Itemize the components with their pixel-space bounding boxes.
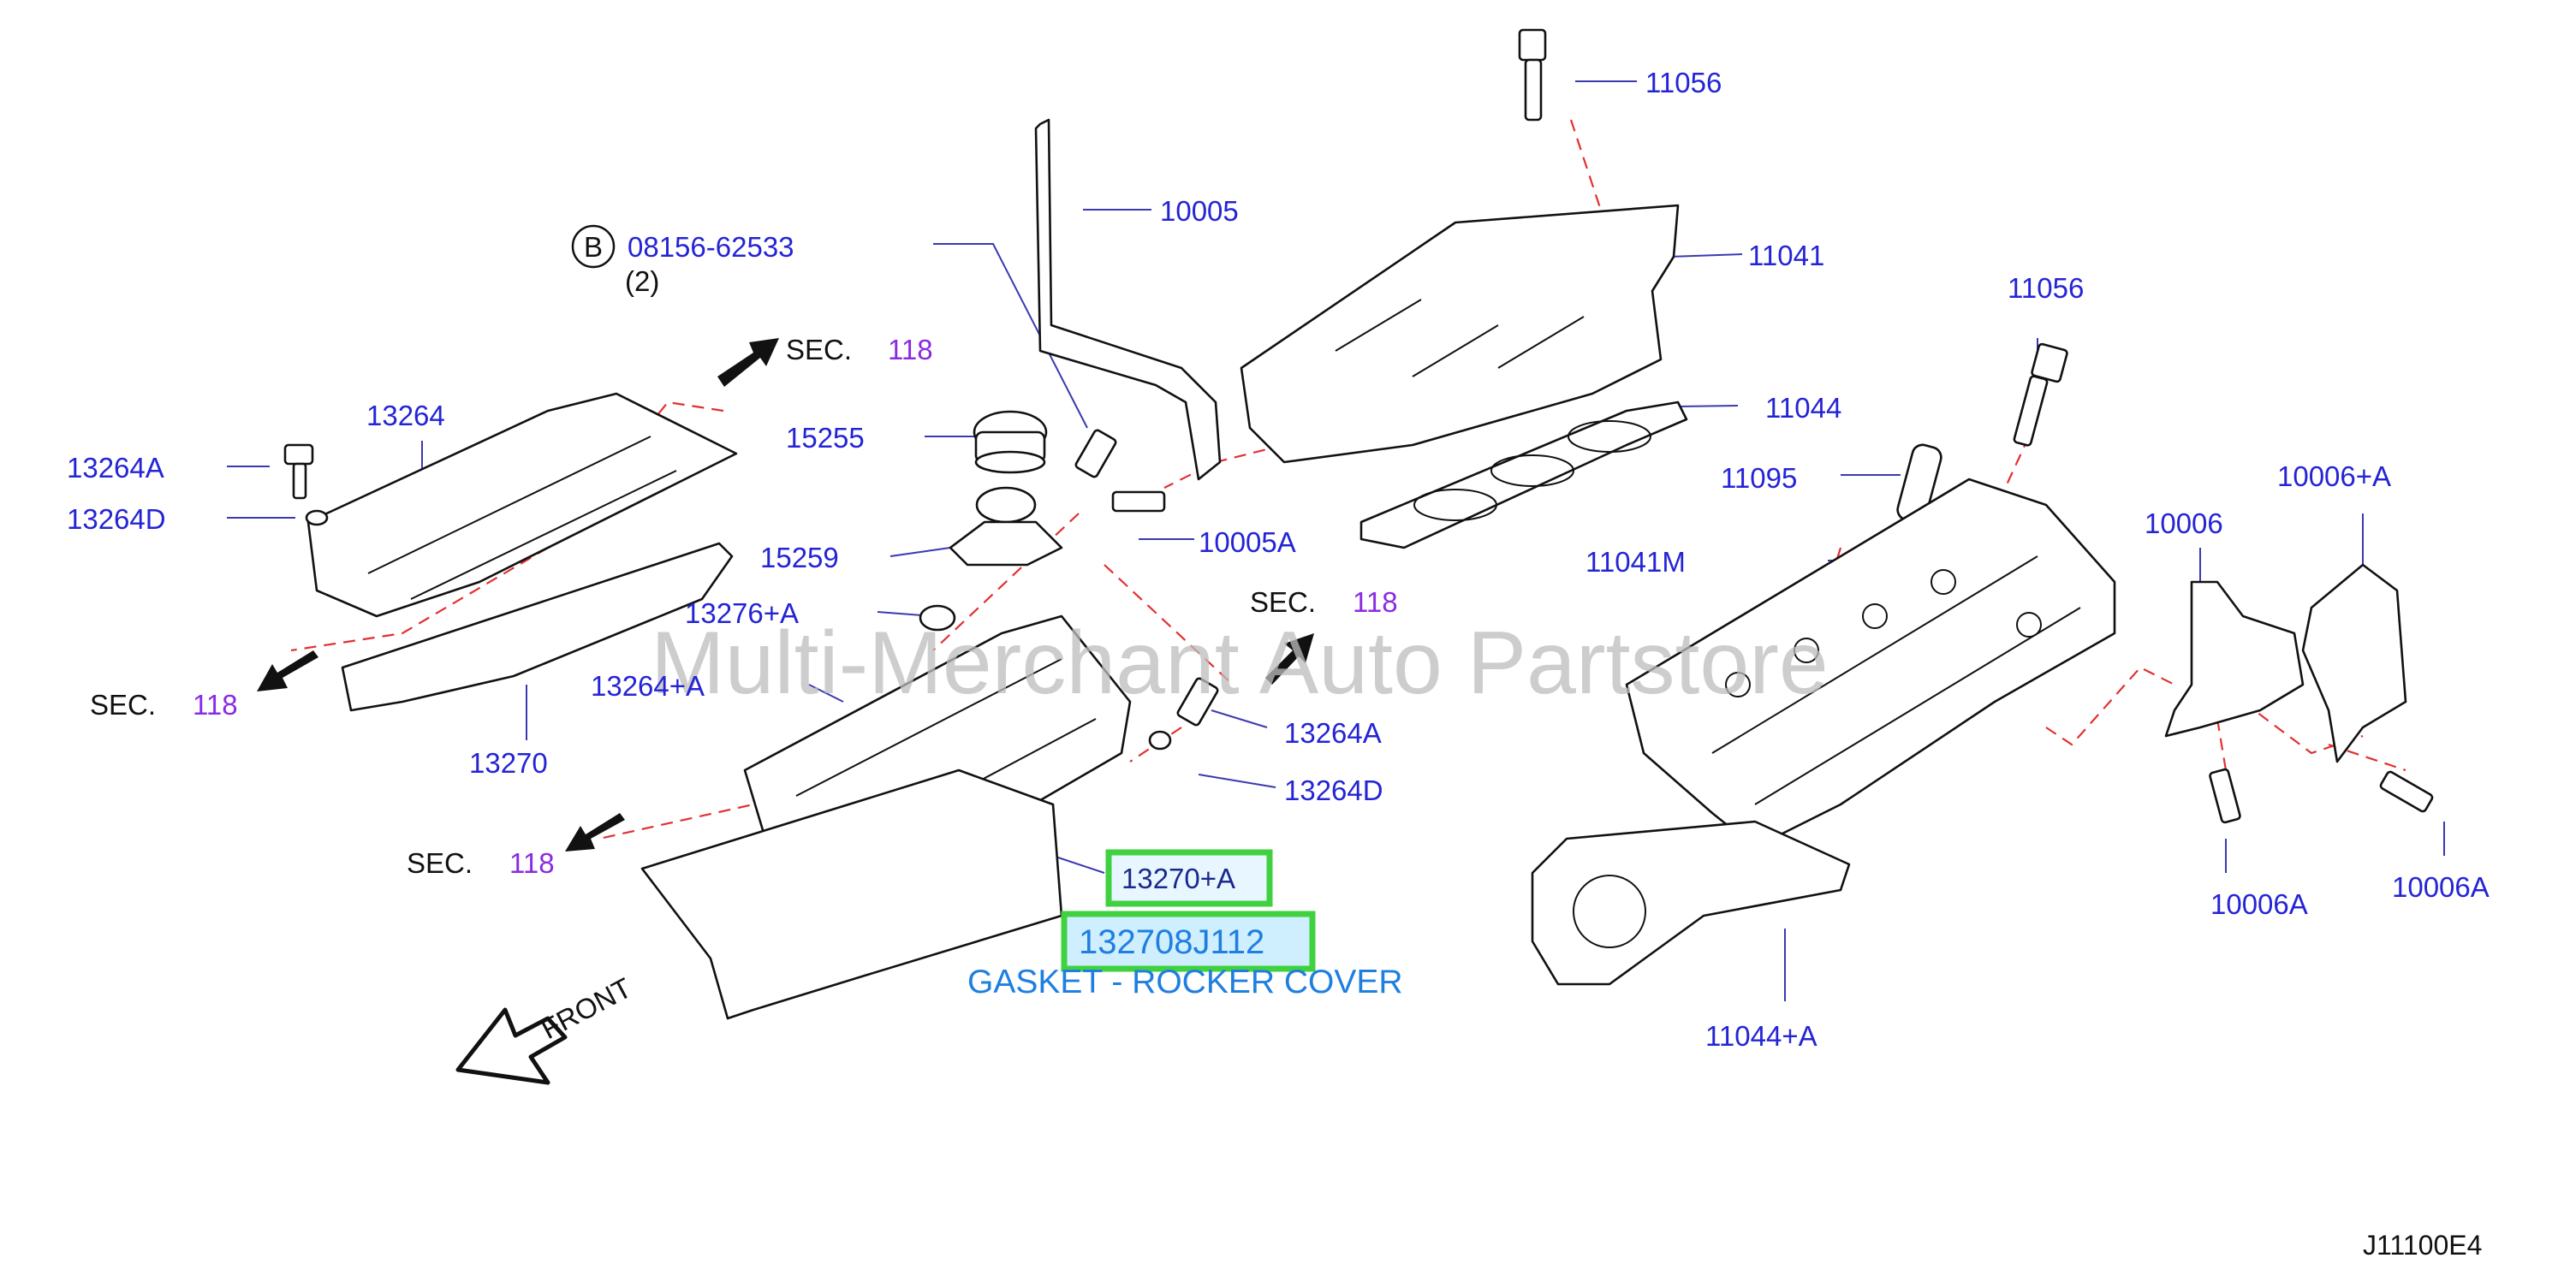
- part-label-11041M[interactable]: 11041M: [1585, 546, 1686, 578]
- part-label-13264[interactable]: 13264: [366, 400, 445, 431]
- part-label-13264D-left[interactable]: 13264D: [67, 503, 166, 535]
- svg-text:SEC.: SEC.: [1250, 586, 1316, 618]
- sec-arrow-left-icon: [257, 650, 318, 691]
- sec-arrow-top-icon: [717, 338, 779, 387]
- watermark-text: Multi-Merchant Auto Partstore: [651, 614, 1829, 713]
- bolt-11056-top-drawing: [1518, 28, 1547, 122]
- highlight-description: GASKET - ROCKER COVER: [967, 964, 1403, 1000]
- bolt-ref-letter: B: [584, 231, 603, 263]
- part-label-13264A-left[interactable]: 13264A: [67, 452, 164, 484]
- cylinder-head-11041-drawing: [1240, 204, 1680, 464]
- part-label-10005A[interactable]: 10005A: [1199, 526, 1296, 558]
- line-art-parts: [283, 28, 2434, 1020]
- gasket-13270-drawing: [341, 542, 734, 712]
- bolt-10005A-drawing: [1111, 490, 1166, 513]
- front-arrow-icon: [455, 1007, 568, 1085]
- sec-arrow-mid-icon: [1265, 633, 1314, 685]
- diagram-code: J11100E4: [2363, 1230, 2482, 1261]
- bolt-10006A-right-drawing: [2379, 770, 2434, 813]
- washer-13264D-right-drawing: [1148, 730, 1172, 751]
- washer-13264D-left-drawing: [305, 509, 329, 526]
- cylinder-head-11041M-drawing: [1625, 478, 2116, 849]
- svg-text:SEC.: SEC.: [786, 334, 852, 365]
- part-label-13276-plus-a[interactable]: 13276+A: [685, 597, 799, 629]
- bolt-ref-number[interactable]: 08156-62533: [628, 231, 794, 263]
- part-label-15255[interactable]: 15255: [786, 422, 865, 454]
- sec-ref-left[interactable]: SEC. 118: [90, 689, 238, 721]
- highlight-part-number-box[interactable]: [1061, 911, 1316, 972]
- rocker-cover-13264-drawing: [306, 392, 738, 618]
- part-label-11041[interactable]: 11041: [1748, 240, 1824, 271]
- sec-ref-mid[interactable]: SEC. 118: [1250, 586, 1398, 618]
- part-label-11056-top[interactable]: 11056: [1645, 67, 1722, 98]
- plug-13276-plus-a-drawing: [919, 604, 956, 632]
- svg-text:SEC.: SEC.: [90, 689, 156, 721]
- bracket-10006-plus-a-drawing: [2301, 563, 2407, 763]
- section-arrows: [257, 338, 1314, 852]
- part-label-11044-plus-a[interactable]: 11044+A: [1705, 1020, 1817, 1052]
- bolt-11056-mid-drawing: [2013, 342, 2068, 447]
- highlight-ref-label[interactable]: 13270+A: [1121, 863, 1235, 894]
- part-label-13270[interactable]: 13270: [469, 747, 548, 779]
- svg-text:118: 118: [888, 334, 933, 365]
- bracket-10006-drawing: [2164, 580, 2305, 738]
- bolt-13264A-right-drawing: [1176, 677, 1219, 727]
- oil-cap-15255-drawing: [973, 410, 1048, 474]
- head-gasket-11044-plus-a-drawing: [1531, 820, 1851, 986]
- part-labels: 11056 10005 11041 11056 11044 13264 1326…: [67, 67, 2490, 1052]
- part-label-13264A-right[interactable]: 13264A: [1284, 717, 1382, 749]
- sec-ref-top[interactable]: SEC. 118: [786, 334, 933, 365]
- svg-text:SEC.: SEC.: [407, 847, 473, 879]
- part-label-10006-plus-a[interactable]: 10006+A: [2277, 460, 2391, 492]
- bolt-ref-qty: (2): [625, 265, 659, 297]
- bolt-13264A-left-drawing: [283, 443, 314, 466]
- filler-neck-15259-drawing: [949, 486, 1063, 567]
- svg-text:118: 118: [509, 847, 555, 879]
- part-label-10006[interactable]: 10006: [2145, 507, 2223, 539]
- part-label-13264D-right[interactable]: 13264D: [1284, 774, 1383, 806]
- svg-text:118: 118: [193, 689, 238, 721]
- svg-text:118: 118: [1353, 586, 1398, 618]
- part-label-11095[interactable]: 11095: [1721, 462, 1797, 494]
- front-label: FRONT: [536, 971, 637, 1045]
- head-gasket-11044-drawing: [1359, 401, 1688, 549]
- highlight-part-number[interactable]: 132708J112: [1079, 923, 1264, 961]
- part-label-13264-plus-a[interactable]: 13264+A: [591, 670, 705, 702]
- sec-ref-bottom[interactable]: SEC. 118: [407, 847, 555, 879]
- highlight-ref-box[interactable]: [1105, 849, 1273, 907]
- bolt-08156-drawing: [1074, 429, 1117, 478]
- part-label-15259[interactable]: 15259: [760, 542, 839, 573]
- bolt-ref-circle: [571, 224, 616, 269]
- section-references: SEC. 118 SEC. 118 SEC. 118 SEC. 118: [90, 334, 1398, 879]
- part-label-10005[interactable]: 10005: [1160, 195, 1239, 227]
- part-label-10006A-left[interactable]: 10006A: [2210, 888, 2308, 920]
- sec-arrow-bottom-icon: [565, 813, 625, 852]
- part-label-10006A-right[interactable]: 10006A: [2392, 871, 2490, 903]
- part-label-11056-mid[interactable]: 11056: [2008, 272, 2084, 304]
- bolt-10006A-left-drawing: [2209, 768, 2241, 824]
- part-label-11044[interactable]: 11044: [1765, 392, 1841, 424]
- highlighted-part[interactable]: 13270+A 132708J112 GASKET - ROCKER COVER: [967, 849, 1403, 1000]
- bracket-10005-drawing: [1034, 118, 1222, 481]
- gasket-13270-plus-a-drawing: [640, 769, 1063, 1020]
- bolt-reference: B 08156-62533 (2): [571, 224, 794, 297]
